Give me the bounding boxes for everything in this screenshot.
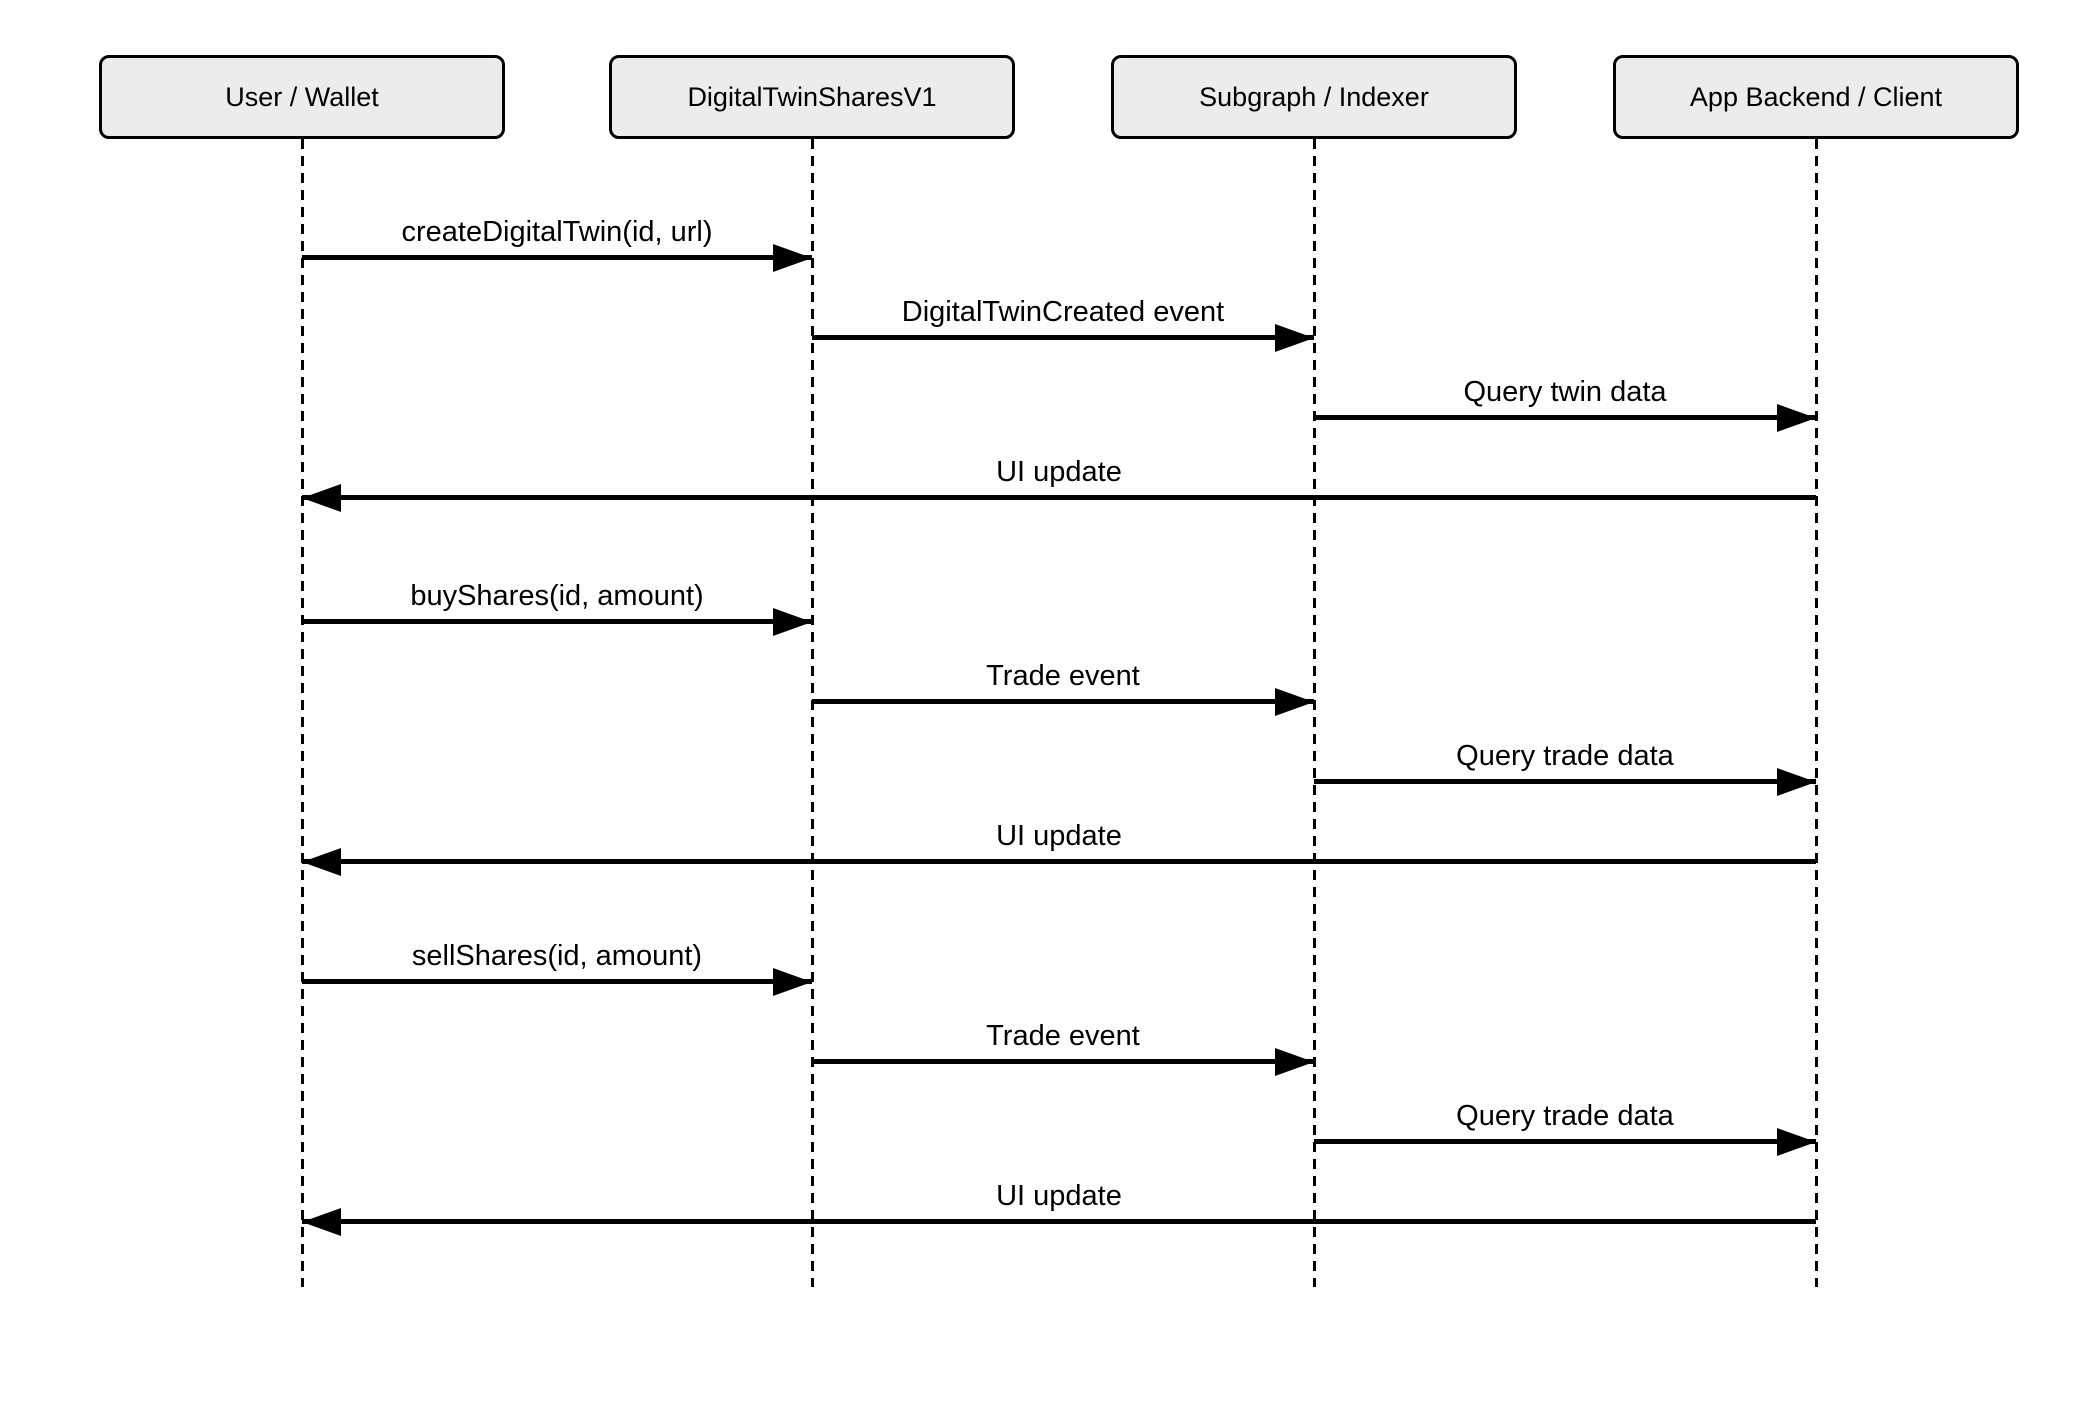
message-label: UI update	[996, 456, 1122, 488]
arrowhead-icon	[302, 847, 341, 876]
lifeline-subgraph-indexer	[1312, 139, 1316, 1287]
message-line	[302, 255, 812, 260]
message-line	[1314, 779, 1816, 784]
message-label: Query twin data	[1463, 376, 1667, 408]
message-arrow-query-twin-data: Query twin data	[1314, 370, 1816, 432]
message-label: Trade event	[986, 660, 1140, 692]
arrowhead-icon	[1777, 767, 1816, 796]
message-line	[812, 335, 1314, 340]
message-line	[812, 1059, 1314, 1064]
message-label: UI update	[996, 1180, 1122, 1212]
lifeline-app-backend-client	[1814, 139, 1818, 1287]
arrowhead-icon	[302, 1207, 341, 1236]
message-label: buyShares(id, amount)	[410, 580, 704, 612]
arrowhead-icon	[773, 243, 812, 272]
actor-subgraph-indexer: Subgraph / Indexer	[1111, 55, 1517, 139]
actor-app-backend-client: App Backend / Client	[1613, 55, 2019, 139]
message-arrow-sell-shares: sellShares(id, amount)	[302, 934, 812, 996]
message-arrow-query-trade-data-2: Query trade data	[1314, 1094, 1816, 1156]
lifeline-user-wallet	[300, 139, 304, 1287]
message-label: sellShares(id, amount)	[411, 940, 703, 972]
arrowhead-icon	[1777, 403, 1816, 432]
message-arrow-buy-shares: buyShares(id, amount)	[302, 574, 812, 636]
message-arrow-ui-update-2: UI update	[302, 814, 1816, 876]
lifeline-digital-twin-shares-v1	[810, 139, 814, 1287]
message-arrow-ui-update-1: UI update	[302, 450, 1816, 512]
actor-digital-twin-shares-v1: DigitalTwinSharesV1	[609, 55, 1015, 139]
message-line	[1314, 1139, 1816, 1144]
actor-user-wallet: User / Wallet	[99, 55, 505, 139]
message-label: Query trade data	[1456, 1100, 1674, 1132]
message-arrow-ui-update-3: UI update	[302, 1174, 1816, 1236]
arrowhead-icon	[1275, 1047, 1314, 1076]
message-label: Query trade data	[1456, 740, 1674, 772]
message-label: Trade event	[986, 1020, 1140, 1052]
message-line	[302, 1219, 1816, 1224]
message-arrow-trade-event-2: Trade event	[812, 1014, 1314, 1076]
message-label: DigitalTwinCreated event	[901, 296, 1225, 328]
message-line	[302, 859, 1816, 864]
message-label: UI update	[996, 820, 1122, 852]
message-arrow-digital-twin-created-event: DigitalTwinCreated event	[812, 290, 1314, 352]
message-arrow-trade-event-1: Trade event	[812, 654, 1314, 716]
arrowhead-icon	[302, 483, 341, 512]
message-arrow-query-trade-data-1: Query trade data	[1314, 734, 1816, 796]
message-label: createDigitalTwin(id, url)	[401, 216, 713, 248]
message-line	[812, 699, 1314, 704]
message-line	[302, 979, 812, 984]
message-line	[1314, 415, 1816, 420]
message-line	[302, 619, 812, 624]
arrowhead-icon	[773, 607, 812, 636]
message-line	[302, 495, 1816, 500]
arrowhead-icon	[1275, 323, 1314, 352]
arrowhead-icon	[1777, 1127, 1816, 1156]
arrowhead-icon	[773, 967, 812, 996]
message-arrow-create-digital-twin: createDigitalTwin(id, url)	[302, 210, 812, 272]
arrowhead-icon	[1275, 687, 1314, 716]
